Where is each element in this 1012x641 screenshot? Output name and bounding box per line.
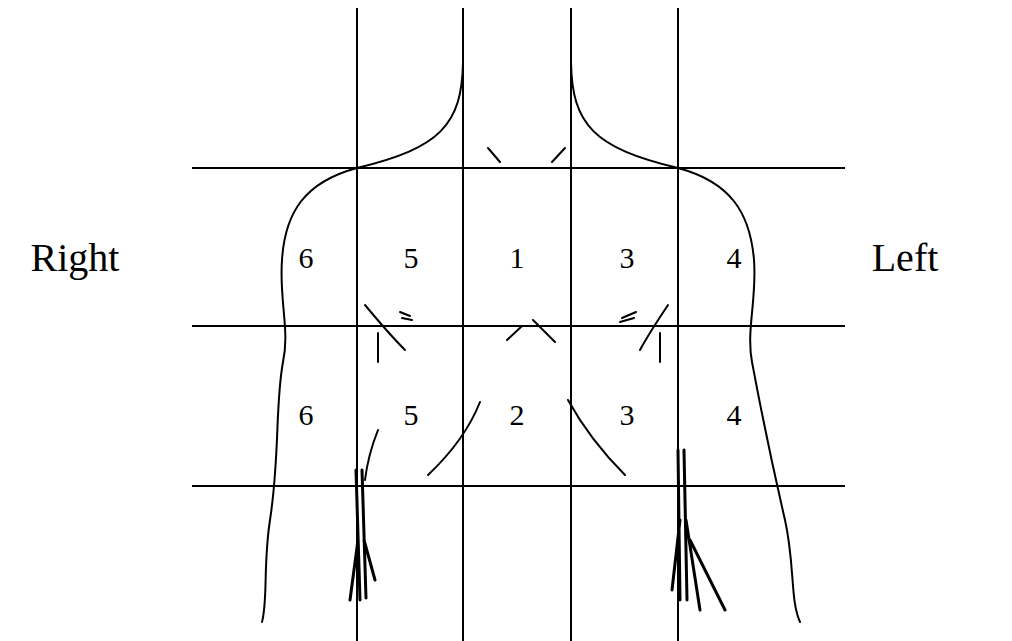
flank-line: [365, 430, 378, 480]
region-number: 1: [510, 243, 525, 273]
body-outline: [262, 62, 463, 622]
region-number: 2: [510, 400, 525, 430]
armpit-line: [640, 305, 668, 362]
collarbone-mark: [488, 148, 565, 162]
grid-line: [192, 325, 845, 327]
region-number: 3: [620, 243, 635, 273]
region-number: 3: [620, 400, 635, 430]
region-number: 5: [404, 400, 419, 430]
body-outline: [571, 62, 800, 622]
region-number: 4: [727, 243, 742, 273]
arm-gap-line: [672, 450, 725, 610]
nipple-mark: [400, 312, 412, 320]
grid-lines: [192, 8, 845, 641]
body-outline: [262, 62, 800, 622]
grid-line: [570, 8, 572, 641]
side-label: Right: [31, 238, 120, 278]
region-number: 6: [299, 243, 314, 273]
grid-line: [192, 167, 845, 169]
region-number: 5: [404, 243, 419, 273]
nipple-mark: [620, 312, 636, 322]
side-label: Left: [872, 238, 939, 278]
rib-line: [428, 402, 480, 475]
grid-line: [192, 485, 845, 487]
region-number: 4: [727, 400, 742, 430]
arm-gap-line: [350, 470, 375, 600]
rib-line: [568, 400, 625, 475]
region-number: 6: [299, 400, 314, 430]
armpit-line: [365, 305, 405, 362]
sternum-mark: [507, 320, 555, 342]
grid-line: [462, 8, 464, 641]
